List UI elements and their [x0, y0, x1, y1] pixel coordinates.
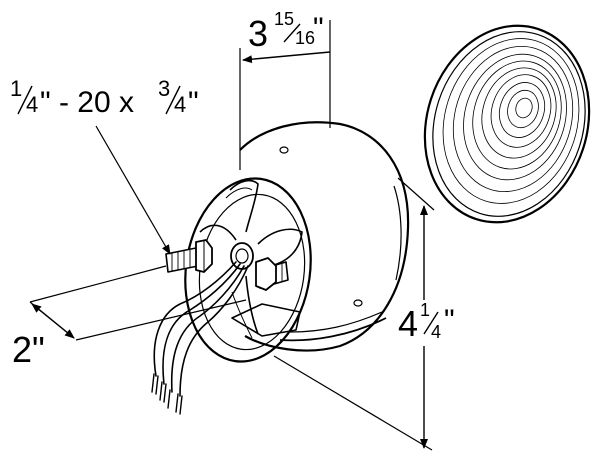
mount-hole-side	[353, 299, 363, 307]
wire-end-3	[167, 389, 171, 409]
bolt-d1: 4	[26, 92, 38, 117]
diameter-whole: 4	[398, 303, 418, 344]
diameter-fraction-bar	[423, 311, 439, 335]
stud-extension-lower	[75, 299, 247, 341]
dimension-depth	[239, 20, 331, 170]
diameter-extension-bottom	[273, 355, 433, 451]
wire-end-2	[159, 381, 167, 403]
lead-wires	[151, 261, 249, 415]
wire-end-4	[175, 393, 183, 415]
diameter-numerator: 1	[420, 300, 430, 320]
housing-bottom-lip	[279, 317, 387, 342]
depth-unit: "	[313, 12, 324, 45]
lens	[423, 24, 591, 224]
mounting-stud-right	[255, 257, 289, 291]
diameter-denominator: 4	[431, 322, 441, 342]
reflector-plate	[231, 303, 301, 337]
mounting-stud-left	[165, 239, 213, 273]
dimension-stud-length	[29, 265, 247, 341]
lens-rim	[423, 24, 591, 224]
bolt-n2: 3	[158, 76, 170, 101]
hex-nut-right	[255, 257, 277, 291]
diameter-label: 4 1 4 "	[398, 300, 455, 344]
depth-label: 3 15 16 "	[248, 9, 324, 54]
lens-fresnel-rings	[442, 38, 580, 204]
depth-numerator: 15	[274, 9, 294, 29]
rib-top	[229, 179, 259, 233]
housing-shell	[239, 121, 410, 352]
wire-end-1	[151, 373, 159, 395]
diameter-unit: "	[444, 304, 455, 337]
depth-denominator: 16	[295, 28, 315, 48]
svg-text:1 4 " - 20 x: 1 4 " - 20 x 3 4 "	[10, 76, 199, 119]
bolt-middle: " - 20 x	[40, 86, 142, 119]
bolt-leader-line	[95, 125, 171, 255]
rib-right	[257, 228, 303, 267]
rib-bottom	[245, 275, 259, 335]
bolt-unit: "	[188, 86, 199, 119]
diameter-extension-top	[397, 177, 435, 211]
depth-dimension-line	[242, 51, 331, 64]
stud-extension-upper	[29, 265, 167, 303]
depth-fraction-bar	[283, 23, 301, 43]
rib-left	[199, 224, 237, 241]
stud-length-label: 2"	[12, 329, 45, 370]
bolt-n1: 1	[10, 76, 22, 101]
depth-whole: 3	[248, 13, 268, 54]
bolt-d2: 4	[174, 92, 186, 117]
center-grommet	[230, 242, 254, 270]
dimension-bolt: 1 4 " - 20 x 3 4 "	[10, 76, 199, 255]
dimension-diameter	[273, 177, 435, 451]
lamp-housing	[184, 121, 410, 363]
mount-hole-top	[279, 146, 289, 154]
